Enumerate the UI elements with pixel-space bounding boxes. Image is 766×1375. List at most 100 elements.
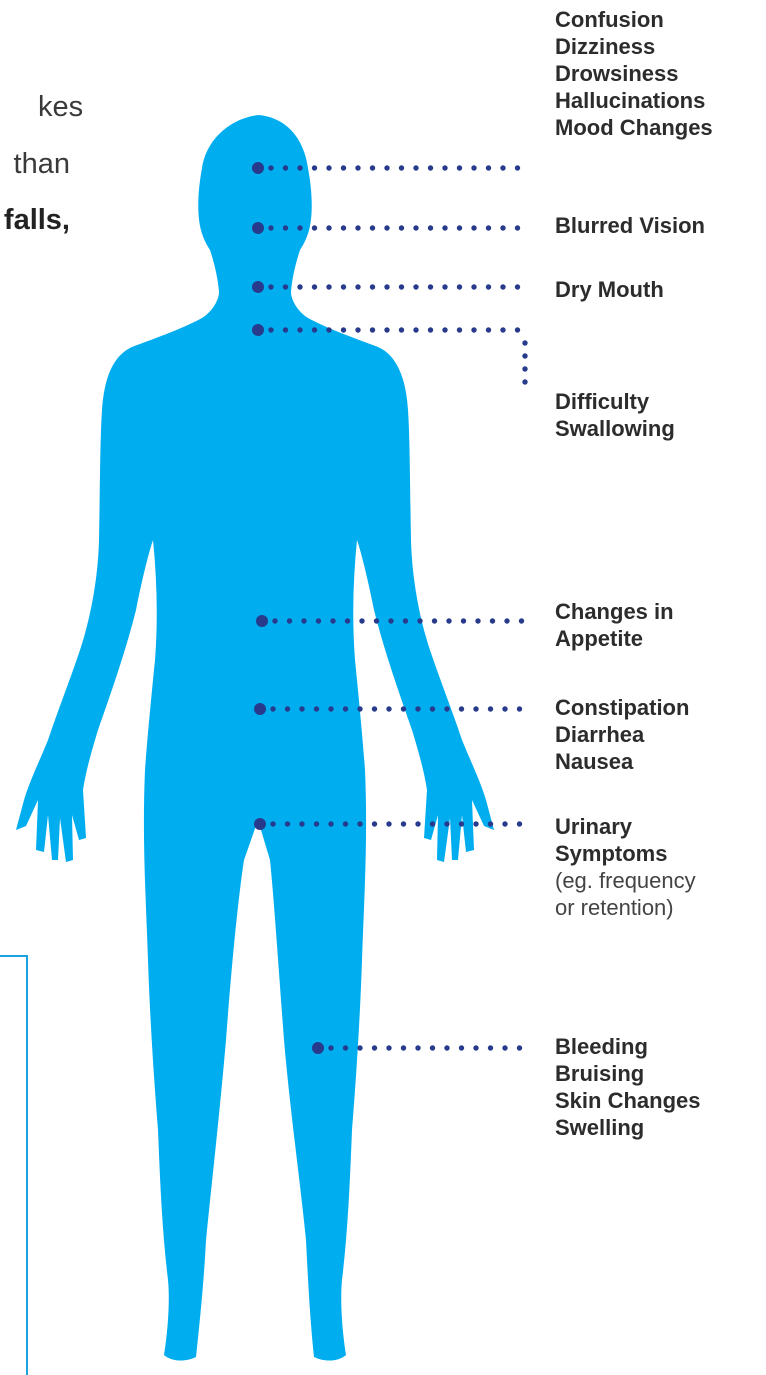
connector-dot [268, 327, 273, 332]
connector-dot [297, 165, 302, 170]
symptom-text: Bleeding [555, 1033, 700, 1060]
symptom-text: Mood Changes [555, 114, 713, 141]
connector-dot [359, 618, 364, 623]
connector-dot [268, 225, 273, 230]
connector-dot [417, 618, 422, 623]
connector-dot [471, 165, 476, 170]
connector-dot [341, 284, 346, 289]
connector-dot [403, 618, 408, 623]
connector-dot [442, 327, 447, 332]
connector-dot [413, 225, 418, 230]
connector-dot [486, 327, 491, 332]
connector-dot [301, 618, 306, 623]
connector-dot [500, 327, 505, 332]
connector-dot [444, 1045, 449, 1050]
connector-dot [473, 821, 478, 826]
connector-dot [341, 225, 346, 230]
connector-dot [415, 706, 420, 711]
connector-dot [384, 225, 389, 230]
connector-dot [370, 284, 375, 289]
symptom-text: Drowsiness [555, 60, 713, 87]
connector-dot [297, 327, 302, 332]
connector-dot [374, 618, 379, 623]
connector-dot [399, 225, 404, 230]
connector-dot [413, 165, 418, 170]
connector-anchor-dot [252, 324, 264, 336]
symptom-label-stomach: Changes inAppetite [555, 598, 674, 652]
connector-dot [372, 821, 377, 826]
connector-dot [312, 165, 317, 170]
connector-dot [459, 1045, 464, 1050]
connector-dot [517, 1045, 522, 1050]
connector-dot [488, 706, 493, 711]
connector-dot [370, 327, 375, 332]
connector-anchor-dot [254, 818, 266, 830]
connector-dot [314, 706, 319, 711]
connector-dot [500, 225, 505, 230]
connector-dot [355, 327, 360, 332]
connector-dot [268, 284, 273, 289]
connector-dot [270, 706, 275, 711]
connector-dot [355, 225, 360, 230]
connector-dot [328, 706, 333, 711]
symptom-text: Swelling [555, 1114, 700, 1141]
connector-dot [500, 165, 505, 170]
connector-anchor-dot [256, 615, 268, 627]
connector-dot [314, 821, 319, 826]
connector-dot [357, 821, 362, 826]
connector-dot [399, 165, 404, 170]
connector-dot [504, 618, 509, 623]
connector-dot [442, 284, 447, 289]
connector-dot [372, 1045, 377, 1050]
connector-dot [473, 706, 478, 711]
connector-dot [413, 284, 418, 289]
connector-dot [270, 821, 275, 826]
connector-dot [328, 1045, 333, 1050]
connector-mouth [252, 281, 520, 293]
connector-dot [502, 706, 507, 711]
connector-dot [343, 821, 348, 826]
symptom-text: Nausea [555, 748, 689, 775]
connector-dot [442, 225, 447, 230]
symptom-text: Bruising [555, 1060, 700, 1087]
connector-dot [386, 821, 391, 826]
body-head-torso [16, 115, 494, 1361]
connector-dot [515, 165, 520, 170]
connector-dot [283, 165, 288, 170]
connector-dot [343, 1045, 348, 1050]
symptom-text: Appetite [555, 625, 674, 652]
connector-dot [486, 225, 491, 230]
connector-dot [522, 353, 527, 358]
connector-dot [428, 284, 433, 289]
connector-dot [341, 327, 346, 332]
connector-dot [370, 225, 375, 230]
connector-dot [357, 706, 362, 711]
connector-dot [297, 225, 302, 230]
symptom-text: Constipation [555, 694, 689, 721]
symptom-text: Changes in [555, 598, 674, 625]
symptom-text: Diarrhea [555, 721, 689, 748]
connector-dot [345, 618, 350, 623]
connector-dot [475, 618, 480, 623]
connector-dot [312, 327, 317, 332]
connector-dot [401, 821, 406, 826]
connector-dot [428, 165, 433, 170]
connector-dot [522, 340, 527, 345]
symptom-text: Blurred Vision [555, 212, 705, 239]
connector-dot [442, 165, 447, 170]
connector-dot [471, 284, 476, 289]
connector-dot [330, 618, 335, 623]
connector-dot [432, 618, 437, 623]
connector-dot [357, 1045, 362, 1050]
connector-dot [384, 327, 389, 332]
connector-dot [285, 706, 290, 711]
connector-dot [446, 618, 451, 623]
symptom-label-eyes: Blurred Vision [555, 212, 705, 239]
connector-dot [515, 225, 520, 230]
symptom-label-mouth: Dry Mouth [555, 276, 664, 303]
connector-dot [328, 821, 333, 826]
